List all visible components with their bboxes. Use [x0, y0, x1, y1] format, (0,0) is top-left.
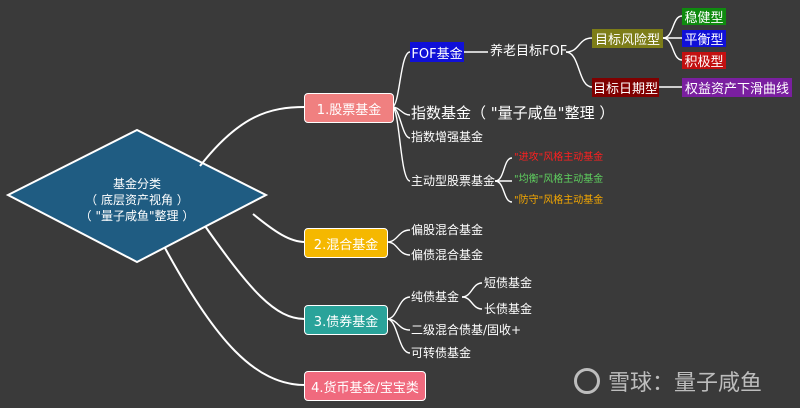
category-stock-label: 1.股票基金 — [316, 102, 382, 118]
node-index-funds: 指数基金（ "量子咸鱼"整理 ） — [411, 104, 615, 122]
node-secondary-bond: 二级混合债基/固收+ — [411, 323, 522, 337]
node-balanced-label: 平衡型 — [684, 33, 724, 48]
node-balanced: 平衡型 — [682, 30, 726, 48]
node-target-date: 目标日期型 — [592, 78, 659, 97]
watermark: 雪球：量子咸鱼 — [574, 365, 762, 397]
category-bond-label: 3.债券基金 — [313, 314, 379, 330]
node-active-equity: 主动型股票基金 — [411, 174, 496, 188]
node-enhanced-index: 指数增强基金 — [411, 130, 484, 144]
root-branches — [164, 106, 306, 386]
node-aggressive-label: 积极型 — [684, 55, 724, 70]
node-fof: FOF基金 — [410, 42, 464, 62]
node-target-risk: 目标风险型 — [592, 29, 663, 48]
root-node-label: 基金分类 （ 底层资产视角 ） （ "量子咸鱼"整理 ） — [42, 176, 232, 224]
root-subtitle: （ 底层资产视角 ） — [85, 193, 189, 207]
root-title: 基金分类 — [112, 177, 161, 191]
node-glide-path-label: 权益资产下滑曲线 — [684, 82, 789, 97]
category-stock-funds: 1.股票基金 — [304, 93, 394, 123]
root-credit: （ "量子咸鱼"整理 ） — [79, 209, 195, 223]
snowball-logo-icon — [574, 368, 600, 394]
sub-branches — [386, 15, 683, 354]
node-target-risk-label: 目标风险型 — [594, 33, 660, 48]
node-balanced-style: "均衡"风格主动基金 — [514, 174, 604, 185]
node-fof-label: FOF基金 — [411, 46, 463, 62]
node-pure-bond: 纯债基金 — [411, 290, 460, 304]
node-glide-path: 权益资产下滑曲线 — [682, 78, 792, 97]
watermark-text: 雪球：量子咸鱼 — [608, 371, 763, 396]
node-pension-fof: 养老目标FOF — [490, 44, 568, 59]
node-steady: 稳健型 — [682, 8, 726, 26]
category-money-label: 4.货币基金/宝宝类 — [311, 380, 419, 396]
node-long-bond: 长债基金 — [484, 302, 533, 316]
node-bond-biased-mixed: 偏债混合基金 — [411, 248, 484, 262]
node-target-date-label: 目标日期型 — [592, 82, 658, 97]
node-equity-biased-mixed: 偏股混合基金 — [411, 223, 484, 237]
category-money-funds: 4.货币基金/宝宝类 — [304, 371, 426, 401]
node-offensive-style: "进攻"风格主动基金 — [514, 152, 604, 163]
category-mixed-label: 2.混合基金 — [313, 237, 379, 253]
node-defensive-style: "防守"风格主动基金 — [514, 195, 604, 206]
node-aggressive: 积极型 — [682, 52, 726, 70]
node-steady-label: 稳健型 — [684, 11, 724, 26]
category-mixed-funds: 2.混合基金 — [304, 228, 388, 258]
node-short-bond: 短债基金 — [484, 276, 533, 290]
category-bond-funds: 3.债券基金 — [304, 305, 388, 335]
node-convertible-bond: 可转债基金 — [411, 346, 472, 360]
